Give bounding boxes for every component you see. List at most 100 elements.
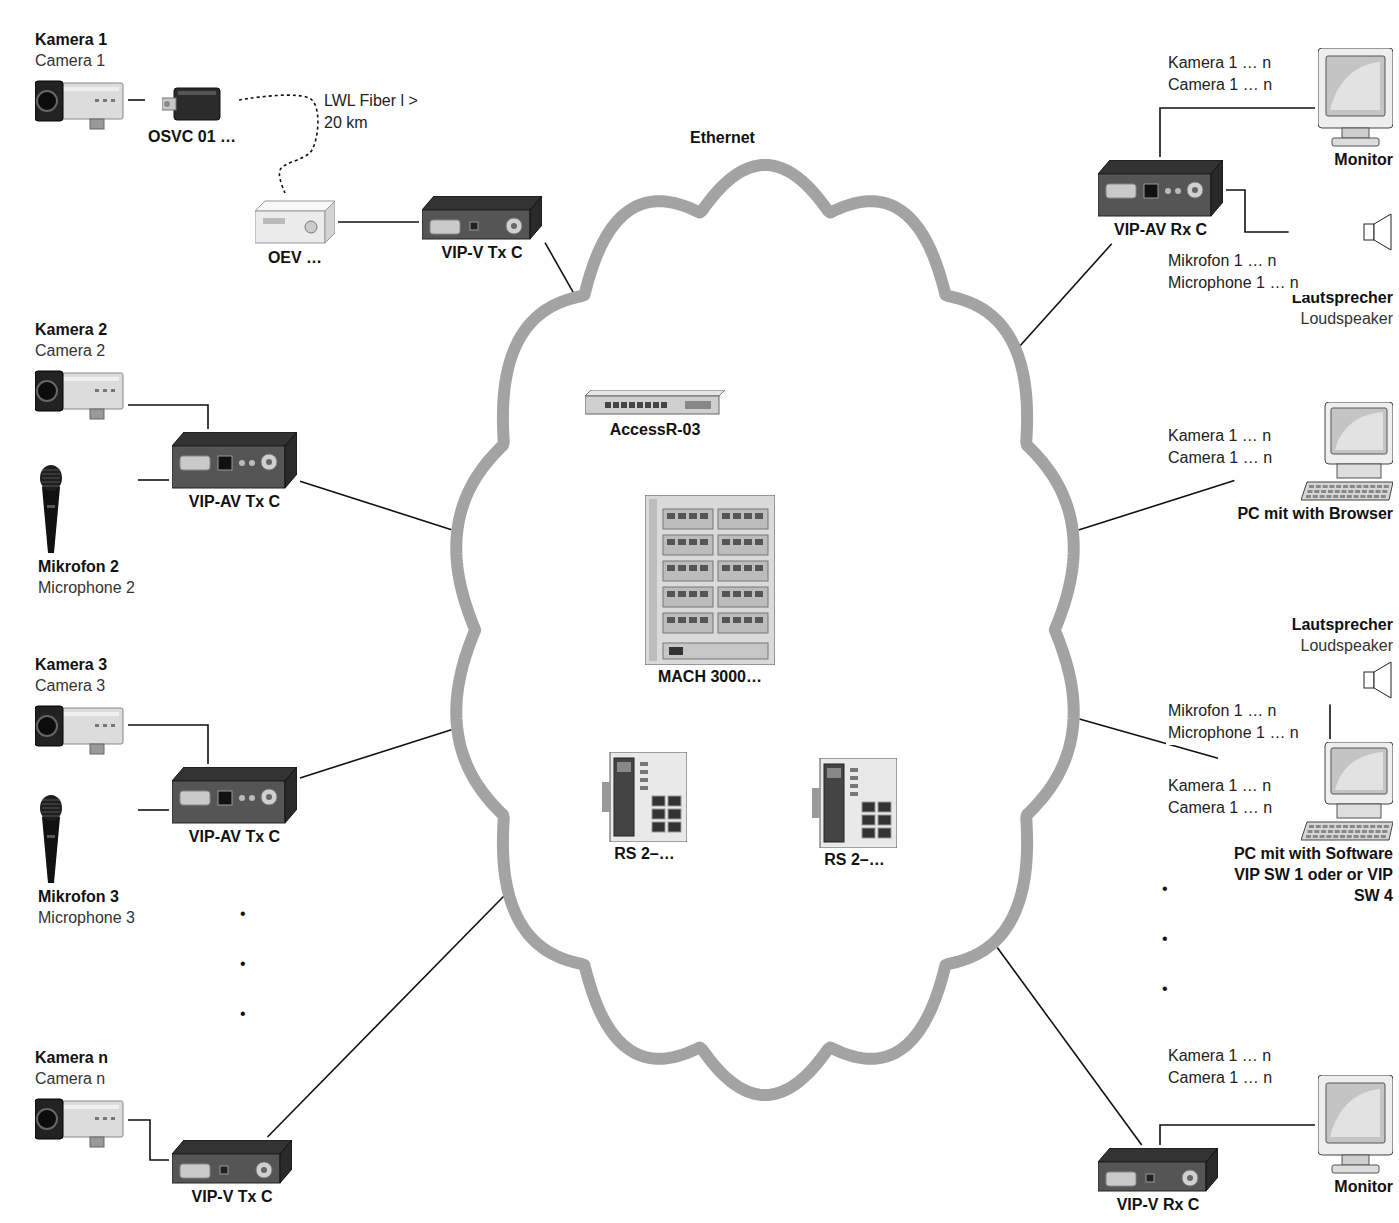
cable-link — [128, 405, 208, 429]
device-node: Kamera 1Camera 1 — [35, 30, 125, 132]
device-label: VIP-V Tx C — [442, 243, 523, 264]
cable-link — [267, 896, 503, 1137]
device-node: VIP-V Rx C — [1098, 1148, 1218, 1216]
vipv-icon — [172, 1140, 292, 1185]
device-label: RS 2–… — [614, 844, 674, 865]
device-label: Kamera 1 — [35, 30, 107, 51]
device-node: Monitor — [1318, 1075, 1393, 1198]
device-label: Kamera 3 — [35, 655, 107, 676]
device-node: VIP-AV Rx C — [1098, 160, 1223, 241]
cable-link — [128, 99, 145, 101]
cable-link — [128, 725, 208, 764]
device-label: Loudspeaker — [1300, 309, 1393, 330]
device-label: VIP-AV Tx C — [189, 492, 280, 513]
vipav-icon — [172, 432, 297, 490]
device-label: MACH 3000… — [658, 667, 762, 688]
camera-icon — [35, 75, 125, 130]
device-node: Kamera 3Camera 3 — [35, 655, 125, 757]
device-node: MACH 3000… — [645, 495, 775, 688]
link-label: Mikrofon 1 … n Microphone 1 … n — [1166, 250, 1320, 295]
network-label: Ethernet — [690, 128, 755, 149]
ellipsis-dot: • — [1162, 980, 1168, 998]
link-label: Mikrofon 1 … n Microphone 1 … n — [1166, 700, 1320, 745]
vipav-icon — [172, 767, 297, 825]
link-label: Kamera 1 … n Camera 1 … n — [1166, 425, 1315, 470]
device-label: Mikrofon 3 — [38, 887, 119, 908]
network-cloud: EthernetAccessR-03MACH 3000…RS 2–…RS 2–… — [440, 150, 1090, 1110]
device-node: VIP-AV Tx C — [172, 432, 297, 513]
speaker-icon — [1363, 212, 1393, 252]
device-label: Microphone 3 — [38, 908, 135, 929]
device-label: OSVC 01 … — [148, 127, 236, 148]
cable-link — [1160, 1125, 1315, 1145]
device-label: Camera 2 — [35, 341, 105, 362]
device-label: Camera 1 — [35, 51, 105, 72]
link-label: LWL Fiber l > 20 km — [322, 90, 421, 135]
vipav-icon — [1098, 160, 1223, 218]
device-label: VIP-AV Tx C — [189, 827, 280, 848]
device-node: Mikrofon 2Microphone 2 — [38, 465, 135, 599]
device-node: AccessR-03 — [585, 390, 725, 441]
cable-link — [300, 481, 452, 529]
cable-link — [138, 809, 169, 811]
ellipsis-dot: • — [240, 1005, 246, 1023]
device-node: OSVC 01 … — [148, 80, 236, 148]
cable-link — [1160, 108, 1315, 157]
cable-link — [1226, 190, 1289, 232]
device-label: OEV … — [268, 248, 322, 269]
osvc-icon — [162, 80, 222, 125]
monitor-icon — [1318, 48, 1393, 148]
device-node: Mikrofon 3Microphone 3 — [38, 795, 135, 929]
camera-icon — [35, 700, 125, 755]
device-label: Monitor — [1334, 1177, 1393, 1198]
device-node: PC mit with Software VIP SW 1 oder or VI… — [1221, 742, 1393, 906]
device-node: Kamera nCamera n — [35, 1048, 125, 1150]
device-node: VIP-V Tx C — [422, 196, 542, 264]
ellipsis-dot: • — [1162, 880, 1168, 898]
device-label: PC mit with Browser — [1237, 504, 1393, 525]
speaker-icon — [1363, 660, 1393, 700]
cable-link — [128, 1120, 169, 1160]
link-label: Kamera 1 … n Camera 1 … n — [1166, 52, 1315, 97]
device-label: PC mit with Software VIP SW 1 oder or VI… — [1221, 844, 1393, 906]
cable-link — [338, 221, 419, 223]
ellipsis-dot: • — [240, 905, 246, 923]
device-label: Mikrofon 2 — [38, 557, 119, 578]
fiber-link — [239, 95, 318, 193]
device-label: Camera n — [35, 1069, 105, 1090]
rack-icon — [585, 390, 725, 418]
oev-icon — [255, 196, 335, 246]
monitor-icon — [1318, 1075, 1393, 1175]
mic-icon — [38, 465, 64, 555]
device-label: VIP-V Tx C — [192, 1187, 273, 1208]
device-node: Kamera 2Camera 2 — [35, 320, 125, 422]
cable-link — [1329, 705, 1331, 739]
vipv-icon — [1098, 1148, 1218, 1193]
device-node: VIP-AV Tx C — [172, 767, 297, 848]
device-node: RS 2–… — [812, 758, 897, 871]
cable-link — [1020, 244, 1112, 346]
device-label: Kamera n — [35, 1048, 108, 1069]
cable-link — [138, 479, 169, 481]
camera-icon — [35, 365, 125, 420]
cable-link — [300, 730, 451, 778]
device-node: VIP-V Tx C — [172, 1140, 292, 1208]
cable-link — [997, 947, 1141, 1145]
device-label: Camera 3 — [35, 676, 105, 697]
device-node: LautsprecherLoudspeaker — [1292, 615, 1393, 702]
ellipsis-dot: • — [1162, 930, 1168, 948]
rs-icon — [602, 752, 687, 842]
device-label: Lautsprecher — [1292, 615, 1393, 636]
device-label: RS 2–… — [824, 850, 884, 871]
mach-icon — [645, 495, 775, 665]
camera-icon — [35, 1093, 125, 1148]
cable-link — [1079, 480, 1235, 530]
link-label: Kamera 1 … n Camera 1 … n — [1166, 1045, 1315, 1090]
device-label: Kamera 2 — [35, 320, 107, 341]
mic-icon — [38, 795, 64, 885]
device-label: VIP-V Rx C — [1117, 1195, 1200, 1216]
device-label: AccessR-03 — [610, 420, 701, 441]
device-label: VIP-AV Rx C — [1114, 220, 1207, 241]
rs-icon — [812, 758, 897, 848]
